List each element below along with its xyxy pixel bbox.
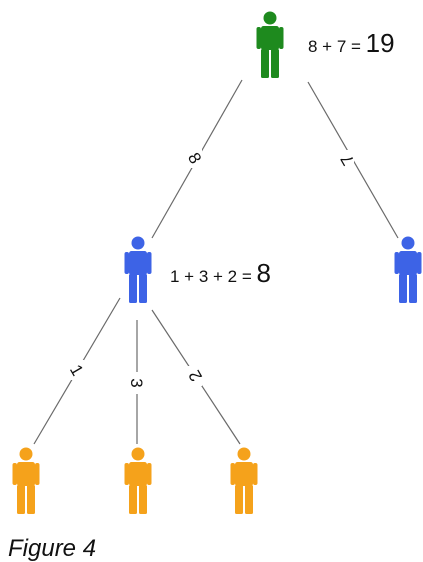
- leaf-person-1: [12, 447, 40, 514]
- leaf-person-3: [230, 447, 258, 514]
- left-child-sum: 1 + 3 + 2 = 8: [170, 258, 271, 288]
- edge-label-leaf2: 3: [127, 378, 146, 387]
- root-sum-total: 19: [366, 28, 395, 58]
- leaf-person-2: [124, 447, 152, 514]
- edge-labels: 8 7 1 3 2: [66, 148, 358, 394]
- edges: [33, 79, 399, 445]
- left-child-sum-total: 8: [257, 258, 271, 288]
- left-child-person: [124, 236, 152, 303]
- figure-caption: Figure 4: [8, 535, 96, 562]
- root-sum-terms: 8 + 7 =: [308, 37, 366, 56]
- left-child-sum-terms: 1 + 3 + 2 =: [170, 267, 257, 286]
- right-child-person: [394, 236, 422, 303]
- root-sum: 8 + 7 = 19: [308, 28, 395, 58]
- root-person: [256, 11, 284, 78]
